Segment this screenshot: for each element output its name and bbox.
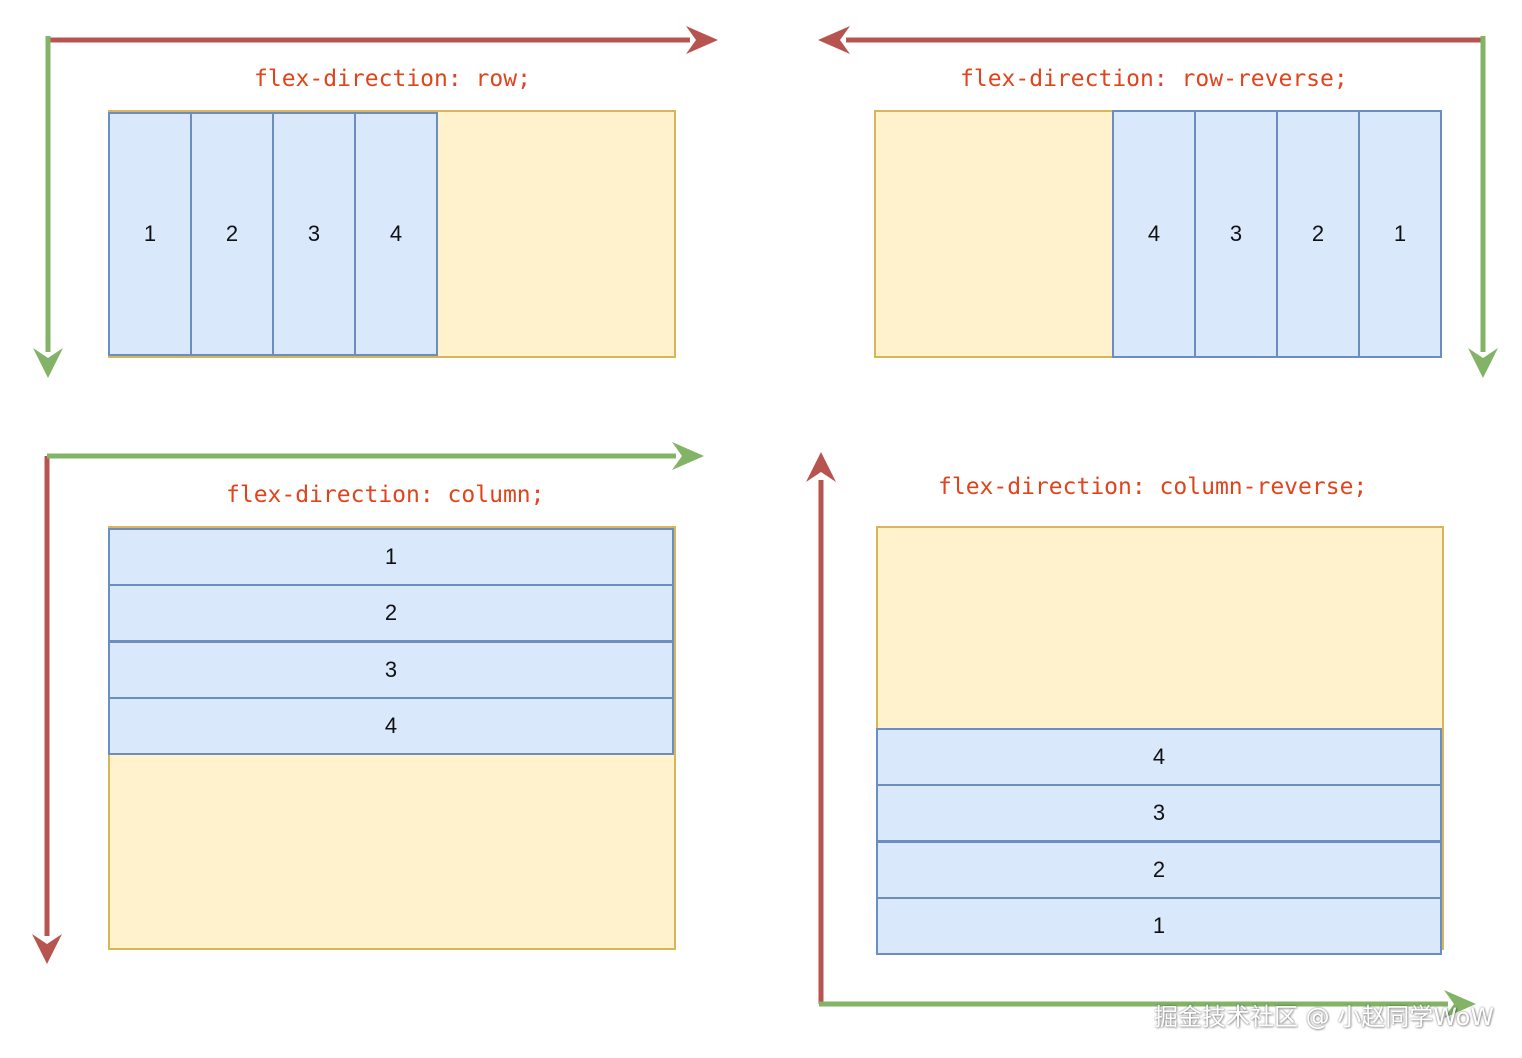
watermark: 掘金技术社区 @ 小赵同学WoW [1154,1003,1494,1031]
column-flex-item: 3 [108,641,674,699]
row-flex-item: 4 [354,112,438,356]
column-flex-item: 2 [108,584,674,642]
row-reverse-flex-item: 4 [1112,110,1196,358]
column-reverse-caption: flex-direction: column-reverse; [938,474,1368,500]
row-reverse-cross-axis-arrowhead [1468,348,1498,378]
row-reverse-flex-item: 3 [1194,110,1278,358]
row-flex-item: 2 [190,112,274,356]
column-reverse-flex-item: 2 [876,841,1442,899]
row-main-axis-arrowhead [686,26,718,54]
column-reverse-cross-axis-arrowhead [1444,990,1476,1018]
row-cross-axis-arrowhead [33,348,63,378]
column-cross-axis-arrowhead [672,442,704,470]
row-reverse-flex-item: 1 [1358,110,1442,358]
column-reverse-flex-item: 4 [876,728,1442,786]
column-caption: flex-direction: column; [226,482,545,508]
column-reverse-flex-item: 3 [876,784,1442,842]
row-flex-item: 1 [108,112,192,356]
column-flex-item: 1 [108,528,674,586]
row-axes [33,26,718,378]
row-caption: flex-direction: row; [254,66,531,92]
column-axes [32,442,704,964]
row-reverse-flex-item: 2 [1276,110,1360,358]
column-main-axis-arrowhead [32,934,62,964]
column-reverse-axes [806,452,1476,1018]
column-reverse-flex-item: 1 [876,897,1442,955]
column-flex-item: 4 [108,697,674,755]
row-reverse-axes [818,26,1498,378]
row-reverse-caption: flex-direction: row-reverse; [960,66,1348,92]
row-flex-item: 3 [272,112,356,356]
column-reverse-main-axis-arrowhead [806,452,836,482]
row-reverse-main-axis-arrowhead [818,26,850,54]
